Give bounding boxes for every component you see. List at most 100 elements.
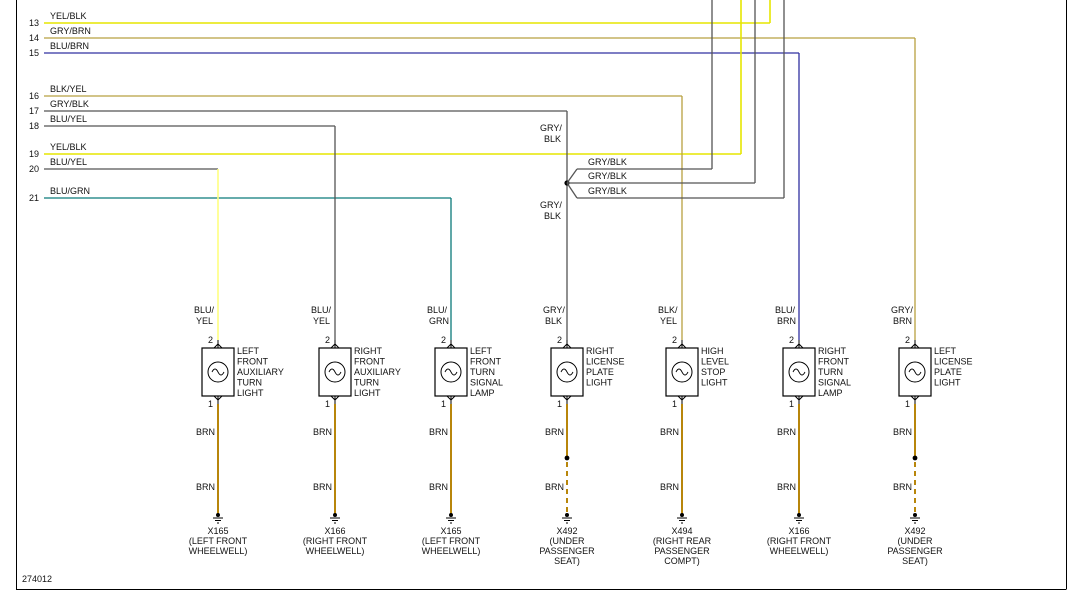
ground-location: (LEFT FRONT: [189, 536, 248, 546]
ground-wire-label: BRN: [777, 427, 796, 437]
ground-wire-label: BRN: [196, 482, 215, 492]
wire-number: 16: [29, 91, 39, 101]
splice-out-label: BLK: [544, 211, 561, 221]
splice-branch-label: GRY/BLK: [588, 186, 627, 196]
lamp-name: HIGH: [701, 346, 724, 356]
ground-location: (UNDER: [898, 536, 933, 546]
ground-location: X492: [904, 526, 925, 536]
ground-point: [449, 513, 453, 517]
lamp-name: FRONT: [354, 357, 385, 367]
wire-label: GRY/BLK: [50, 99, 89, 109]
lamp-wire-label: GRY/: [891, 305, 913, 315]
ground-wire-label: BRN: [660, 482, 679, 492]
pin-number: 1: [441, 399, 446, 409]
wire-label: BLU/GRN: [50, 186, 90, 196]
ground-wire-label: BRN: [777, 482, 796, 492]
ground-point: [565, 513, 569, 517]
lamp-name: LICENSE: [934, 357, 973, 367]
lamp-7: GRY/BRN21LEFTLICENSEPLATELIGHTBRNBRNX492…: [887, 305, 972, 566]
lamp-name: LEFT: [934, 346, 957, 356]
pin-number: 2: [441, 335, 446, 345]
wire-group: 13YEL/BLK14GRY/BRN15BLU/BRN16BLK/YEL17GR…: [29, 0, 916, 340]
wire-number: 18: [29, 121, 39, 131]
ground-location: (RIGHT FRONT: [303, 536, 368, 546]
splice-branch-label: GRY/BLK: [588, 157, 627, 167]
ground-wire-label: BRN: [893, 482, 912, 492]
wire-number: 21: [29, 193, 39, 203]
lamp-wire-label: YEL: [313, 316, 330, 326]
lamp-name: LEVEL: [701, 357, 729, 367]
lamp-name: SIGNAL: [470, 378, 503, 388]
ground-point: [797, 513, 801, 517]
ground-wire-label: BRN: [313, 482, 332, 492]
lamp-name: PLATE: [586, 367, 614, 377]
ground-wire-label: BRN: [196, 427, 215, 437]
wire-number: 19: [29, 149, 39, 159]
ground-location: X165: [440, 526, 461, 536]
ground-location: PASSENGER: [539, 546, 595, 556]
wire-label: BLU/YEL: [50, 157, 87, 167]
splice-branch-label: GRY/BLK: [588, 171, 627, 181]
lamp-wire-label: BLK: [545, 316, 562, 326]
pin-number: 2: [905, 335, 910, 345]
ground-location: PASSENGER: [654, 546, 710, 556]
ground-wire-label: BRN: [660, 427, 679, 437]
lamp-name: RIGHT: [586, 346, 615, 356]
wire-number: 13: [29, 18, 39, 28]
pin-number: 1: [557, 399, 562, 409]
lamp-name: TURN: [354, 378, 379, 388]
ground-wire-label: BRN: [429, 427, 448, 437]
lamp-name: LAMP: [470, 388, 495, 398]
lamp-1: BLU/YEL21LEFTFRONTAUXILIARYTURNLIGHTBRNB…: [189, 305, 284, 556]
ground-location: X166: [324, 526, 345, 536]
filament-icon: [792, 368, 806, 376]
lamp-name: LEFT: [237, 346, 260, 356]
splice-branch: [566, 182, 578, 199]
lamp-wire-label: BRN: [893, 316, 912, 326]
filament-icon: [444, 368, 458, 376]
lamp-4: GRY/BLK21RIGHTLICENSEPLATELIGHTBRNBRNX49…: [539, 305, 624, 566]
lamp-name: TURN: [237, 378, 262, 388]
ground-location: WHEELWELL): [770, 546, 829, 556]
pin-number: 2: [557, 335, 562, 345]
ground-location: (RIGHT FRONT: [767, 536, 832, 546]
wire-number: 15: [29, 48, 39, 58]
lamp-name: LAMP: [818, 388, 843, 398]
filament-icon: [211, 368, 225, 376]
pin-number: 2: [325, 335, 330, 345]
ground-location: SEAT): [902, 556, 928, 566]
lamp-wire-label: BLU/: [311, 305, 332, 315]
lamp-5: BLK/YEL21HIGHLEVELSTOPLIGHTBRNBRNX494(RI…: [653, 305, 729, 566]
ground-location: PASSENGER: [887, 546, 943, 556]
ground-location: (LEFT FRONT: [422, 536, 481, 546]
lamp-wire-label: BLK/: [658, 305, 678, 315]
ground-location: WHEELWELL): [422, 546, 481, 556]
pin-number: 1: [789, 399, 794, 409]
pin-number: 2: [789, 335, 794, 345]
ground-splice-dot: [912, 455, 918, 461]
lamp-wire-label: BLU/: [775, 305, 796, 315]
lamp-wire-label: GRN: [429, 316, 449, 326]
lamp-name: LEFT: [470, 346, 493, 356]
lamp-2: BLU/YEL21RIGHTFRONTAUXILIARYTURNLIGHTBRN…: [303, 305, 401, 556]
ground-wire-label: BRN: [429, 482, 448, 492]
lamp-name: LIGHT: [354, 388, 381, 398]
lamp-name: LIGHT: [701, 378, 728, 388]
filament-icon: [675, 368, 689, 376]
pin-number: 1: [905, 399, 910, 409]
ground-location: COMPT): [664, 556, 700, 566]
ground-location: (RIGHT REAR: [653, 536, 712, 546]
ground-location: X166: [788, 526, 809, 536]
lamp-name: LIGHT: [237, 388, 264, 398]
wire-label: GRY/BRN: [50, 26, 91, 36]
ground-location: X492: [556, 526, 577, 536]
wire-label: BLU/BRN: [50, 41, 89, 51]
pin-number: 1: [325, 399, 330, 409]
ground-location: WHEELWELL): [306, 546, 365, 556]
lamp-name: LIGHT: [934, 378, 961, 388]
lamp-name: PLATE: [934, 367, 962, 377]
ground-point: [333, 513, 337, 517]
ground-point: [680, 513, 684, 517]
lamp-wire-label: BLU/: [427, 305, 448, 315]
